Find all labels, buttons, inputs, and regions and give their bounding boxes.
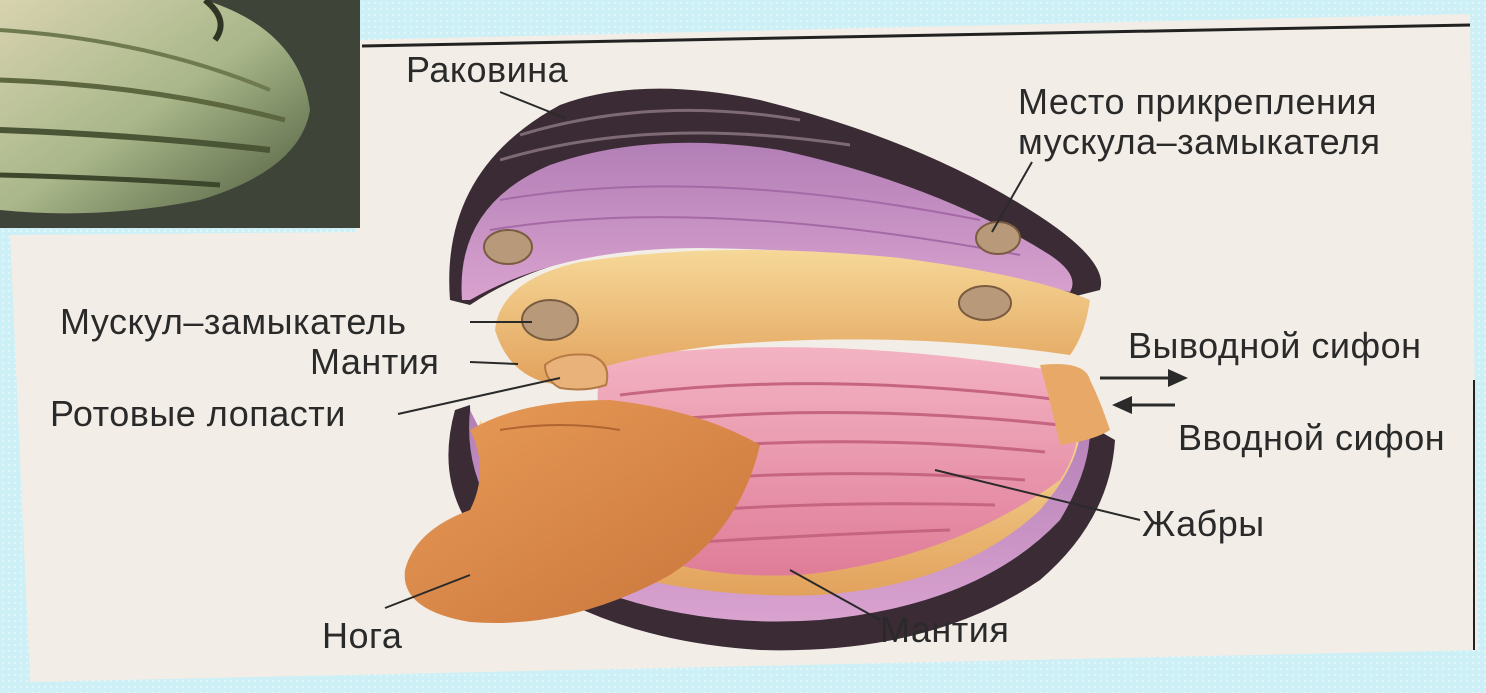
adductor-muscle-body-right <box>959 286 1011 320</box>
label-shell: Раковина <box>406 52 568 88</box>
attachment-scar-right <box>976 222 1020 254</box>
label-gills: Жабры <box>1142 506 1265 542</box>
label-foot: Нога <box>322 618 402 654</box>
adductor-muscle-body <box>522 300 578 340</box>
label-mantle-top: Мантия <box>310 344 439 380</box>
label-muscle-attachment-line2: мускула–замыкателя <box>1018 124 1381 160</box>
label-incurrent-siphon: Вводной сифон <box>1178 420 1445 456</box>
attachment-scar-left <box>484 230 532 264</box>
label-mouth-lobes: Ротовые лопасти <box>50 396 346 432</box>
label-mantle-bottom: Мантия <box>880 612 1009 648</box>
label-muscle-attachment-line1: Место прикрепления <box>1018 84 1377 120</box>
mouth-lobes-shape <box>545 354 607 389</box>
label-adductor-muscle: Мускул–замыкатель <box>60 304 406 340</box>
label-excurrent-siphon: Выводной сифон <box>1128 328 1422 364</box>
shell-photo <box>0 0 360 228</box>
